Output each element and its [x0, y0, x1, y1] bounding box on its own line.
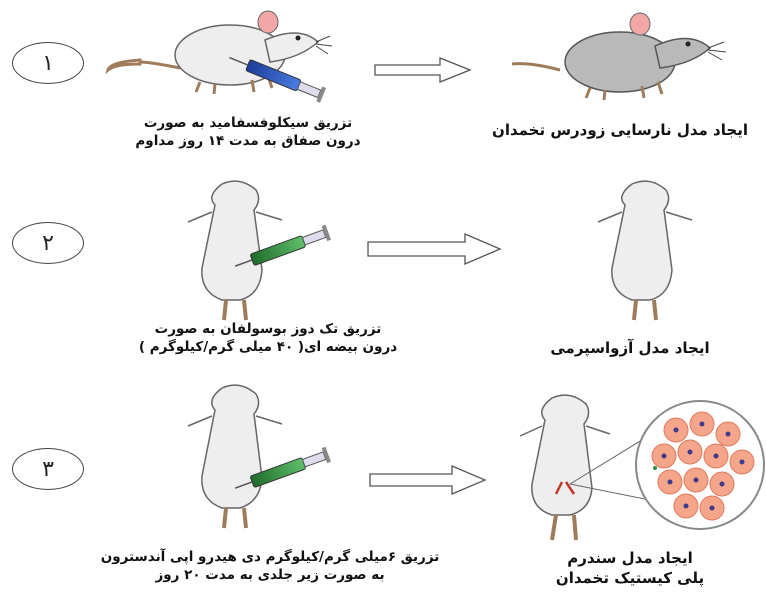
caption-line: تزریق ۶میلی گرم/کیلوگرم دی هیدرو اپی آند…	[100, 548, 440, 566]
rat-head	[265, 33, 318, 62]
step-2-rat-treated	[598, 181, 692, 320]
step-1-result-caption: ایجاد مدل نارسایی زودرس تخمدان	[490, 120, 750, 140]
caption-line: ایجاد مدل نارسایی زودرس تخمدان	[490, 120, 750, 140]
arrow-step-1	[375, 58, 470, 82]
caption-line: ایجاد مدل سندرم	[530, 548, 730, 568]
step-1-rat-treated	[512, 13, 726, 100]
ovary-cyst-zoom	[636, 401, 764, 529]
rat-tail	[108, 60, 140, 70]
caption-line: پلی کیستیک تخمدان	[530, 568, 730, 588]
caption-line: درون صفاق به مدت ۱۴ روز مداوم	[118, 132, 378, 150]
step-3-rat-treated	[520, 395, 655, 540]
caption-line: تزریق سیکلوفسفامید به صورت	[118, 114, 378, 132]
caption-line: تزریق تک دوز بوسولفان به صورت	[118, 320, 418, 338]
step-2-result-caption: ایجاد مدل آزواسپرمی	[540, 338, 720, 358]
step-3-action-caption: تزریق ۶میلی گرم/کیلوگرم دی هیدرو اپی آند…	[100, 548, 440, 584]
step-1-action-caption: تزریق سیکلوفسفامید به صورت درون صفاق به …	[118, 114, 378, 150]
arrow-step-3	[370, 466, 485, 494]
rat-ear	[258, 11, 278, 33]
caption-line: به صورت زیر جلدی به مدت ۲۰ روز	[100, 566, 440, 584]
step-2-action-caption: تزریق تک دوز بوسولفان به صورت درون بیضه …	[118, 320, 418, 356]
step-3-rat-untreated	[188, 385, 282, 528]
step-3-result-caption: ایجاد مدل سندرم پلی کیستیک تخمدان	[530, 548, 730, 588]
arrow-step-2	[368, 234, 500, 264]
caption-line: درون بیضه ای( ۴۰ میلی گرم/کیلوگرم )	[118, 338, 418, 356]
caption-line: ایجاد مدل آزواسپرمی	[540, 338, 720, 358]
